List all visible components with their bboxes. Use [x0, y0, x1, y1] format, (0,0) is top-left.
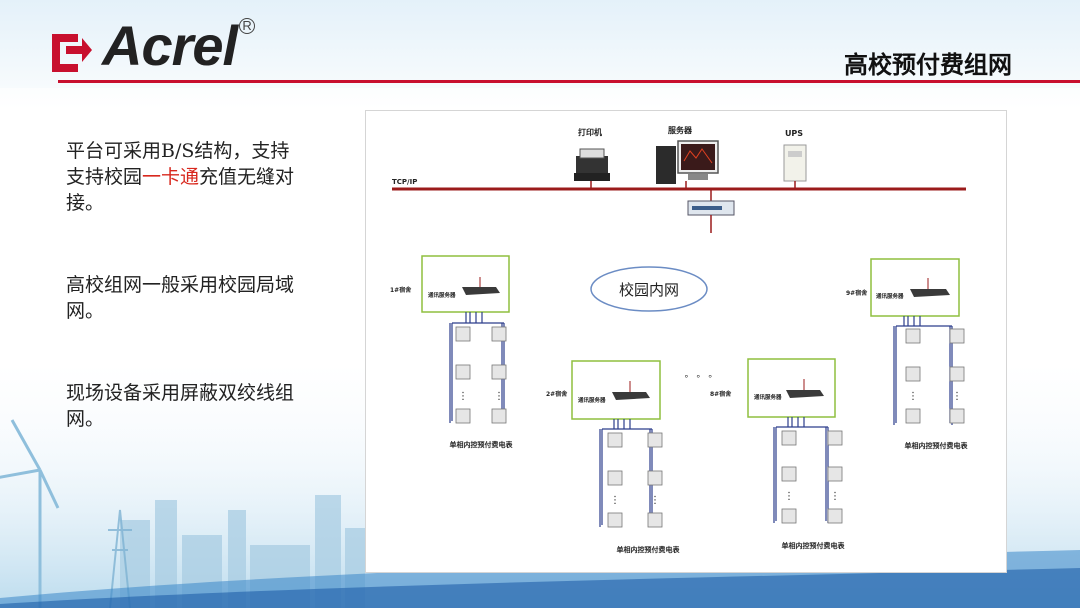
network-diagram: 打印机 服务器 UPS TCP/IP	[365, 110, 1007, 573]
dorm2-comm-label: 通讯服务器	[578, 396, 606, 404]
header-divider	[58, 80, 1080, 83]
ups-icon	[783, 144, 807, 182]
campus-network-label: 校园内网	[619, 281, 679, 299]
dorms-ellipsis: 。 。 。	[685, 370, 718, 380]
brand-name: Acrel	[102, 14, 238, 77]
printer-label: 打印机	[578, 127, 602, 137]
dorm8-box	[747, 358, 836, 418]
dorm9-label: 9#宿舍	[846, 289, 868, 297]
dorm1-meters	[455, 326, 507, 424]
text-card-highlight: 一卡通	[142, 166, 200, 188]
registered-mark: R	[239, 18, 256, 34]
dorm1-meter-label: 单相内控预付费电表	[450, 440, 514, 449]
network-switch-icon	[687, 200, 735, 216]
dorm8-meter-bus	[773, 417, 829, 523]
dorm1-label: 1#宿舍	[390, 286, 412, 294]
campus-network-cloud	[590, 266, 708, 312]
dorm9-box	[870, 258, 960, 317]
dorm8-meters	[781, 430, 843, 524]
server-icon	[656, 140, 719, 184]
dorm8-label: 8#宿舍	[710, 390, 732, 398]
dorm2-vdots-left: ⋮	[610, 495, 620, 506]
dorm8-vdots-right: ⋮	[830, 491, 840, 502]
dorm2-box	[571, 360, 661, 420]
dorm2-meters	[607, 432, 663, 528]
dorm2-vdots-right: ⋮	[650, 495, 660, 506]
network-diagram-svg: 打印机 服务器 UPS TCP/IP	[390, 125, 969, 554]
dorm1-comm-server-icon	[462, 277, 500, 295]
dorm1-vdots-right: ⋮	[494, 391, 504, 402]
dorm2-meter-bus	[599, 419, 653, 527]
dorm9-comm-label: 通讯服务器	[876, 292, 904, 300]
dorm9-vdots-right: ⋮	[952, 391, 962, 402]
tcpip-label: TCP/IP	[392, 178, 417, 186]
dorm8-comm-label: 通讯服务器	[754, 393, 782, 401]
acrel-logo: Acrel R	[48, 14, 256, 77]
printer-icon	[574, 148, 610, 181]
dorm2-comm-server-icon	[612, 381, 650, 400]
dorm1-comm-label: 通讯服务器	[428, 291, 456, 299]
dorm2-meter-label: 单相内控预付费电表	[617, 545, 681, 554]
text-platform: 平台可采用B/S结构，支持支持校园一卡通充值无缝对接。	[66, 138, 306, 216]
dorm8-comm-server-icon	[786, 379, 824, 398]
dorm1-meter-bus	[449, 312, 505, 423]
dorm9-meter-label: 单相内控预付费电表	[905, 441, 969, 450]
acrel-logo-icon	[52, 34, 92, 72]
text-platform-part1: 平台可采用B/S结构，支持支持校园	[66, 140, 290, 188]
dorm9-meter-bus	[893, 316, 953, 425]
dorm1-box	[421, 255, 510, 313]
text-platform-part2: 充值无缝对接。	[66, 166, 295, 214]
dorm8-meter-label: 单相内控预付费电表	[782, 541, 846, 550]
dorm9-meters	[905, 328, 965, 424]
ups-label: UPS	[785, 129, 803, 138]
text-shielded-cable: 现场设备采用屏蔽双绞线组网。	[66, 382, 295, 430]
dorm8-vdots-left: ⋮	[784, 491, 794, 502]
header-band	[0, 0, 1080, 88]
text-lan: 高校组网一般采用校园局域网。	[66, 274, 295, 322]
dorm9-vdots-left: ⋮	[908, 391, 918, 402]
dorm1-vdots-left: ⋮	[458, 391, 468, 402]
dorm9-comm-server-icon	[910, 278, 950, 297]
page-title: 高校预付费组网	[844, 50, 1012, 79]
server-label: 服务器	[668, 125, 693, 135]
dorm2-label: 2#宿舍	[546, 390, 568, 398]
